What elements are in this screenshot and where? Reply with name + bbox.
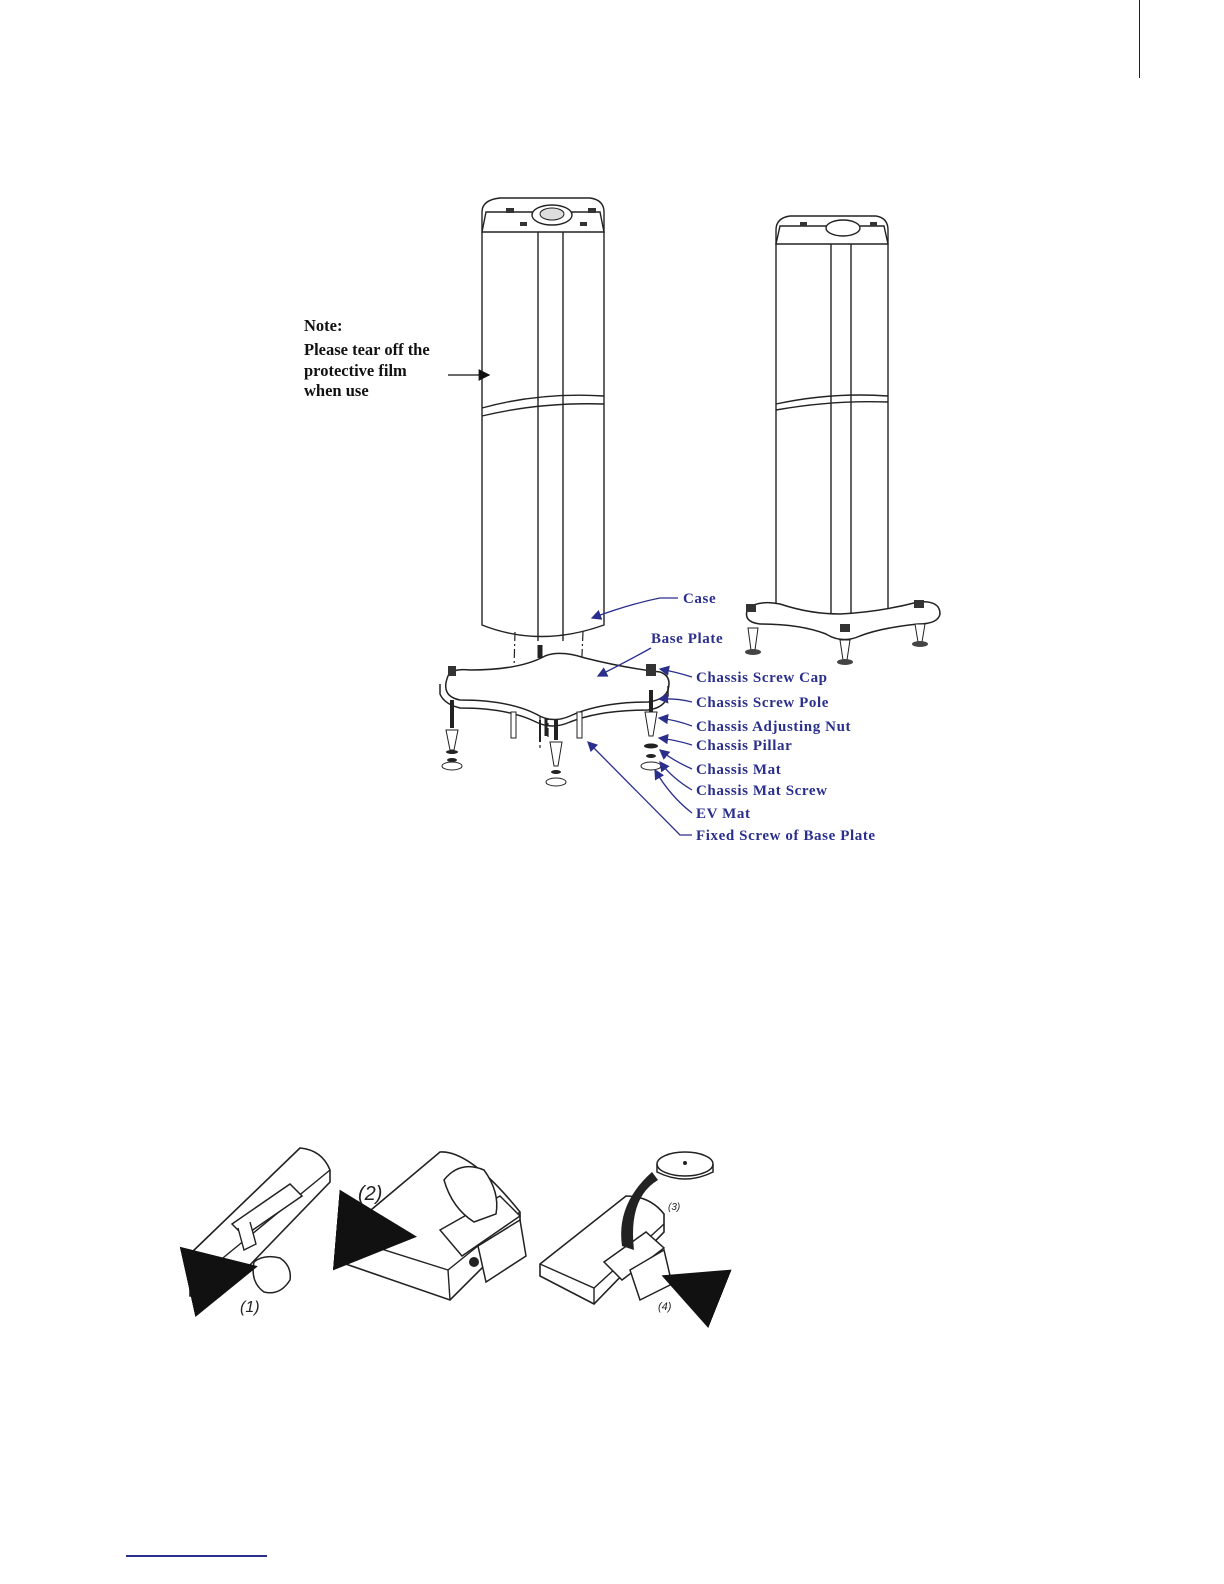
footer-link-underline: [126, 1555, 267, 1557]
step-4-label: (4): [658, 1301, 672, 1313]
label-fixed-screw-base-plate: Fixed Screw of Base Plate: [696, 828, 876, 844]
right-speaker-assembled: [745, 216, 940, 665]
step-2-label: (2): [358, 1183, 382, 1205]
left-speaker-tower: [482, 198, 604, 658]
label-chassis-pillar: Chassis Pillar: [696, 738, 792, 754]
note-line-1: Please tear off the: [304, 340, 430, 359]
note-title: Note:: [304, 316, 342, 335]
label-chassis-adjusting-nut: Chassis Adjusting Nut: [696, 719, 851, 735]
label-chassis-screw-cap: Chassis Screw Cap: [696, 670, 828, 686]
battery-step-1: (1): [190, 1148, 330, 1316]
note-line-3: when use: [304, 381, 369, 400]
note-block: Note: Please tear off the protective fil…: [304, 316, 489, 400]
step-1-label: (1): [240, 1299, 260, 1316]
foot-center: [511, 712, 582, 786]
base-plate: [440, 653, 669, 726]
label-base-plate: Base Plate: [651, 631, 723, 647]
label-chassis-mat: Chassis Mat: [696, 762, 781, 778]
battery-step-2: (2): [340, 1152, 526, 1300]
battery-step-3-4: (3) (4): [540, 1152, 713, 1313]
step-3-label: (3): [668, 1202, 680, 1213]
label-chassis-screw-pole: Chassis Screw Pole: [696, 695, 829, 711]
label-chassis-mat-screw: Chassis Mat Screw: [696, 783, 828, 799]
note-line-2: protective film: [304, 361, 407, 380]
label-ev-mat: EV Mat: [696, 806, 751, 822]
label-case: Case: [683, 591, 716, 607]
